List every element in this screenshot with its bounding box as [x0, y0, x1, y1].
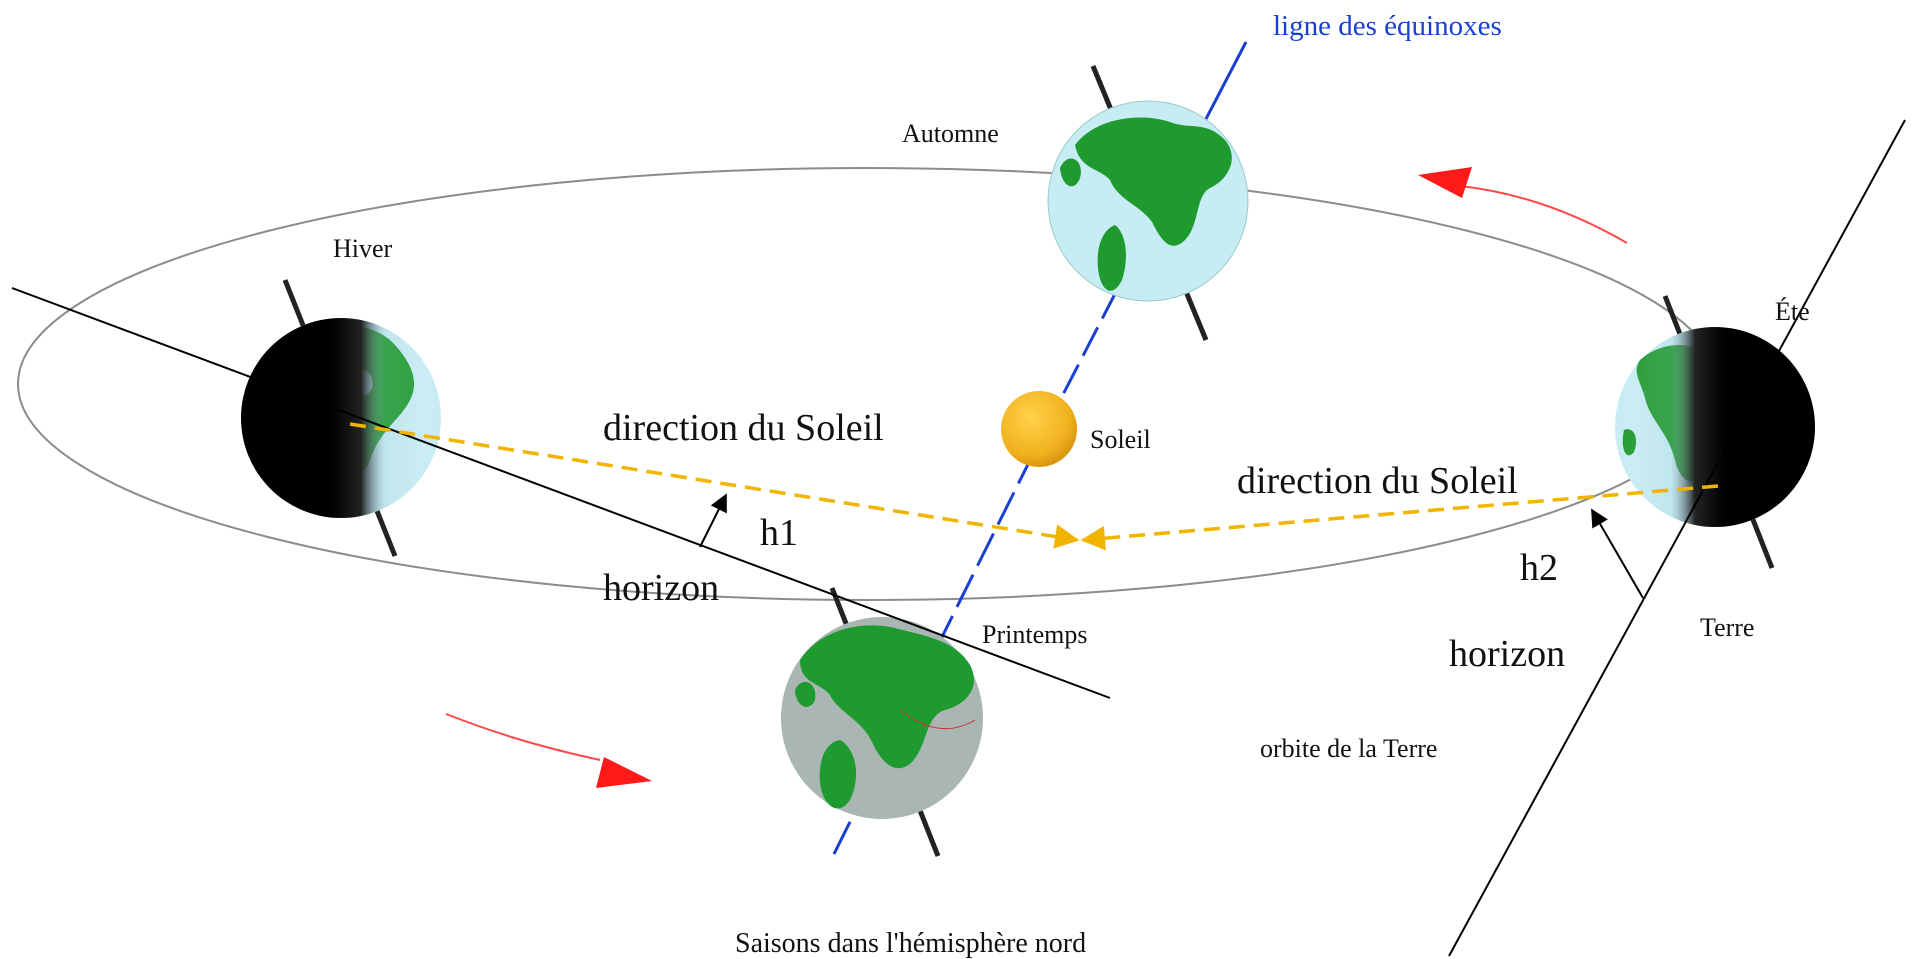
- spring-label: Printemps: [982, 620, 1087, 649]
- motion-arrow-top: [1418, 167, 1628, 244]
- horizon-label-left: horizon: [603, 567, 719, 609]
- earth-summer: [1615, 295, 1815, 569]
- autumn-label: Automne: [902, 119, 999, 148]
- sun-direction-arrow-left: [349, 422, 1080, 549]
- horizon-line-right: [1448, 119, 1906, 957]
- horizon-line-left: [11, 287, 1111, 699]
- motion-arrow-bottom: [445, 713, 652, 788]
- summer-label: Éte: [1775, 297, 1810, 326]
- sun-direction-arrow-right: [1080, 484, 1719, 551]
- caption: Saisons dans l'hémisphère nord: [735, 928, 1086, 959]
- h2-label: h2: [1520, 547, 1558, 589]
- sun-direction-label-right: direction du Soleil: [1237, 460, 1518, 502]
- earth-spring: [781, 587, 983, 857]
- sun-direction-label-left: direction du Soleil: [603, 407, 884, 449]
- sun: [1001, 391, 1077, 467]
- winter-label: Hiver: [333, 234, 393, 263]
- sun-label: Soleil: [1090, 425, 1151, 454]
- earth-winter: [241, 279, 441, 557]
- h1-angle-arrow: [699, 493, 727, 548]
- earth-label: Terre: [1700, 613, 1754, 642]
- orbit-label: orbite de la Terre: [1260, 734, 1437, 763]
- equinox-line-label: ligne des équinoxes: [1273, 10, 1502, 42]
- h1-label: h1: [760, 512, 798, 554]
- h2-angle-arrow: [1591, 508, 1644, 599]
- horizon-label-right: horizon: [1449, 633, 1565, 675]
- earth-autumn: [1047, 65, 1249, 341]
